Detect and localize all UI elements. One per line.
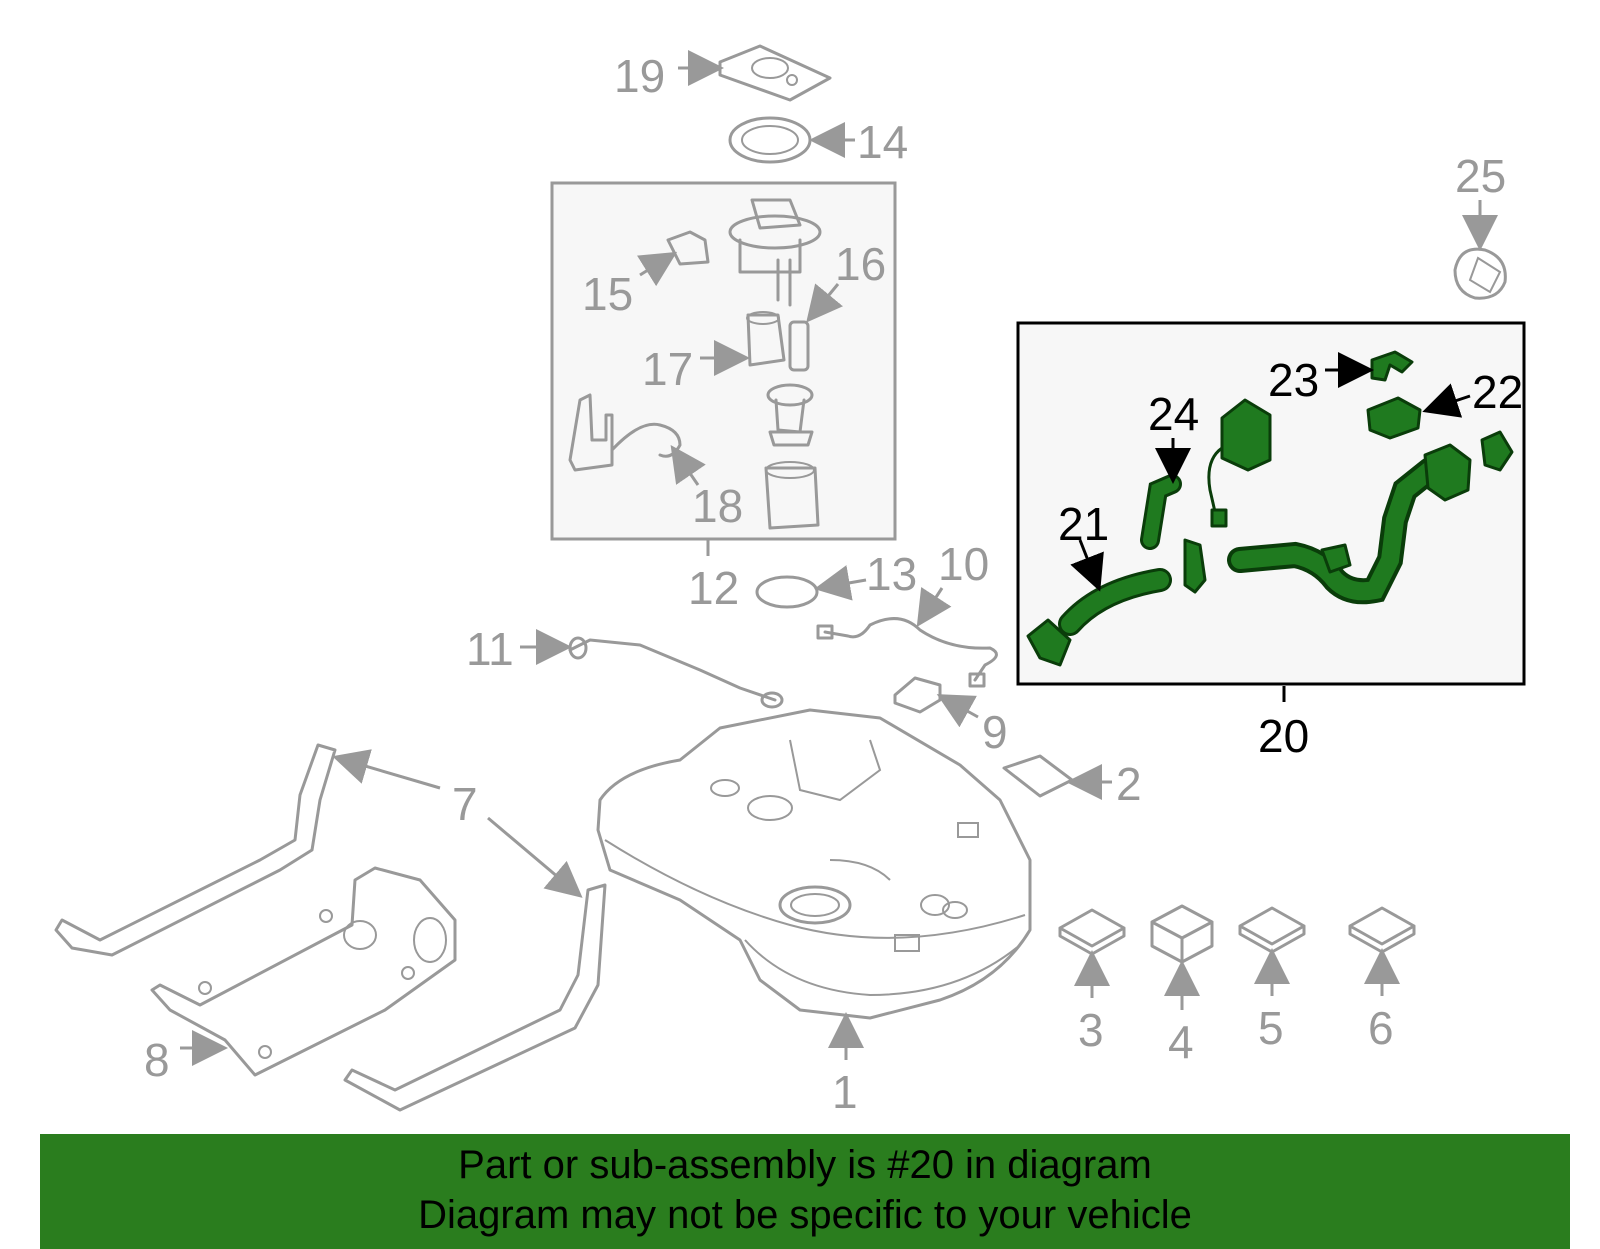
part-22-bracket xyxy=(1366,396,1422,440)
part-19-cover-plate xyxy=(718,44,832,102)
callout-11: 11 xyxy=(466,623,514,675)
banner-line-part-info: Part or sub-assembly is #20 in diagram xyxy=(458,1143,1152,1187)
leader-9 xyxy=(936,694,979,728)
part-10-harness xyxy=(823,617,998,682)
evap-valve xyxy=(1207,398,1272,528)
part-5-pad xyxy=(1238,906,1306,954)
leader-18 xyxy=(670,445,706,486)
part-24-small-hose xyxy=(1140,474,1182,550)
callout-5: 5 xyxy=(1258,1002,1284,1054)
part-20-filler-assembly-box xyxy=(1016,321,1526,686)
leader-16 xyxy=(806,283,843,323)
leader-15 xyxy=(637,251,678,287)
part-1-fuel-tank xyxy=(596,708,1032,1020)
leader-7a xyxy=(332,749,441,790)
part-4-block xyxy=(1150,904,1214,964)
callout-14: 14 xyxy=(857,116,908,168)
part-16-filter xyxy=(788,320,810,372)
part-20-filler-assembly xyxy=(1026,350,1514,667)
callout-7: 7 xyxy=(452,778,478,830)
callout-2: 2 xyxy=(1116,758,1142,810)
callout-10: 10 xyxy=(938,538,989,590)
info-banner: Part or sub-assembly is #20 in diagram D… xyxy=(40,1134,1570,1249)
banner-line-disclaimer: Diagram may not be specific to your vehi… xyxy=(418,1193,1192,1237)
callout-22: 22 xyxy=(1472,366,1523,418)
callout-8: 8 xyxy=(144,1034,170,1086)
callout-25: 25 xyxy=(1455,150,1506,202)
part-7-tank-straps xyxy=(54,743,607,1112)
part-9-connector xyxy=(893,676,942,714)
leader-13 xyxy=(814,565,867,601)
leader-10 xyxy=(916,587,952,628)
callout-3: 3 xyxy=(1078,1004,1104,1056)
callout-4: 4 xyxy=(1168,1016,1194,1068)
callout-6: 6 xyxy=(1368,1002,1394,1054)
part-2-pad xyxy=(1002,754,1074,798)
callout-15: 15 xyxy=(582,268,633,320)
callout-16: 16 xyxy=(835,238,886,290)
part-25-fuel-cap xyxy=(1453,247,1507,300)
part-21-hose xyxy=(1026,538,1207,667)
callout-12: 12 xyxy=(688,562,739,614)
part-15-clip xyxy=(666,230,710,266)
leader-21 xyxy=(1070,539,1104,592)
part-3-pad xyxy=(1058,908,1126,956)
leader-7b xyxy=(487,816,583,898)
pump-module-drawing xyxy=(568,198,822,530)
callout-18: 18 xyxy=(692,480,743,532)
callout-13: 13 xyxy=(866,548,917,600)
callout-24: 24 xyxy=(1148,388,1199,440)
callout-23: 23 xyxy=(1268,354,1319,406)
callout-19: 19 xyxy=(614,50,665,102)
callout-1: 1 xyxy=(832,1066,858,1118)
callout-9: 9 xyxy=(982,706,1008,758)
callout-20: 20 xyxy=(1258,710,1309,762)
part-13-gasket xyxy=(755,575,819,609)
leader-22 xyxy=(1422,383,1471,418)
part-6-pad xyxy=(1348,906,1416,954)
callout-17: 17 xyxy=(642,343,693,395)
part-11-vent-tube xyxy=(568,638,777,702)
filler-neck-tube xyxy=(1227,430,1514,605)
part-14-lock-ring xyxy=(728,116,812,164)
callout-21: 21 xyxy=(1058,498,1109,550)
part-8-heat-shield xyxy=(150,866,457,1077)
part-23-clip xyxy=(1370,350,1414,382)
